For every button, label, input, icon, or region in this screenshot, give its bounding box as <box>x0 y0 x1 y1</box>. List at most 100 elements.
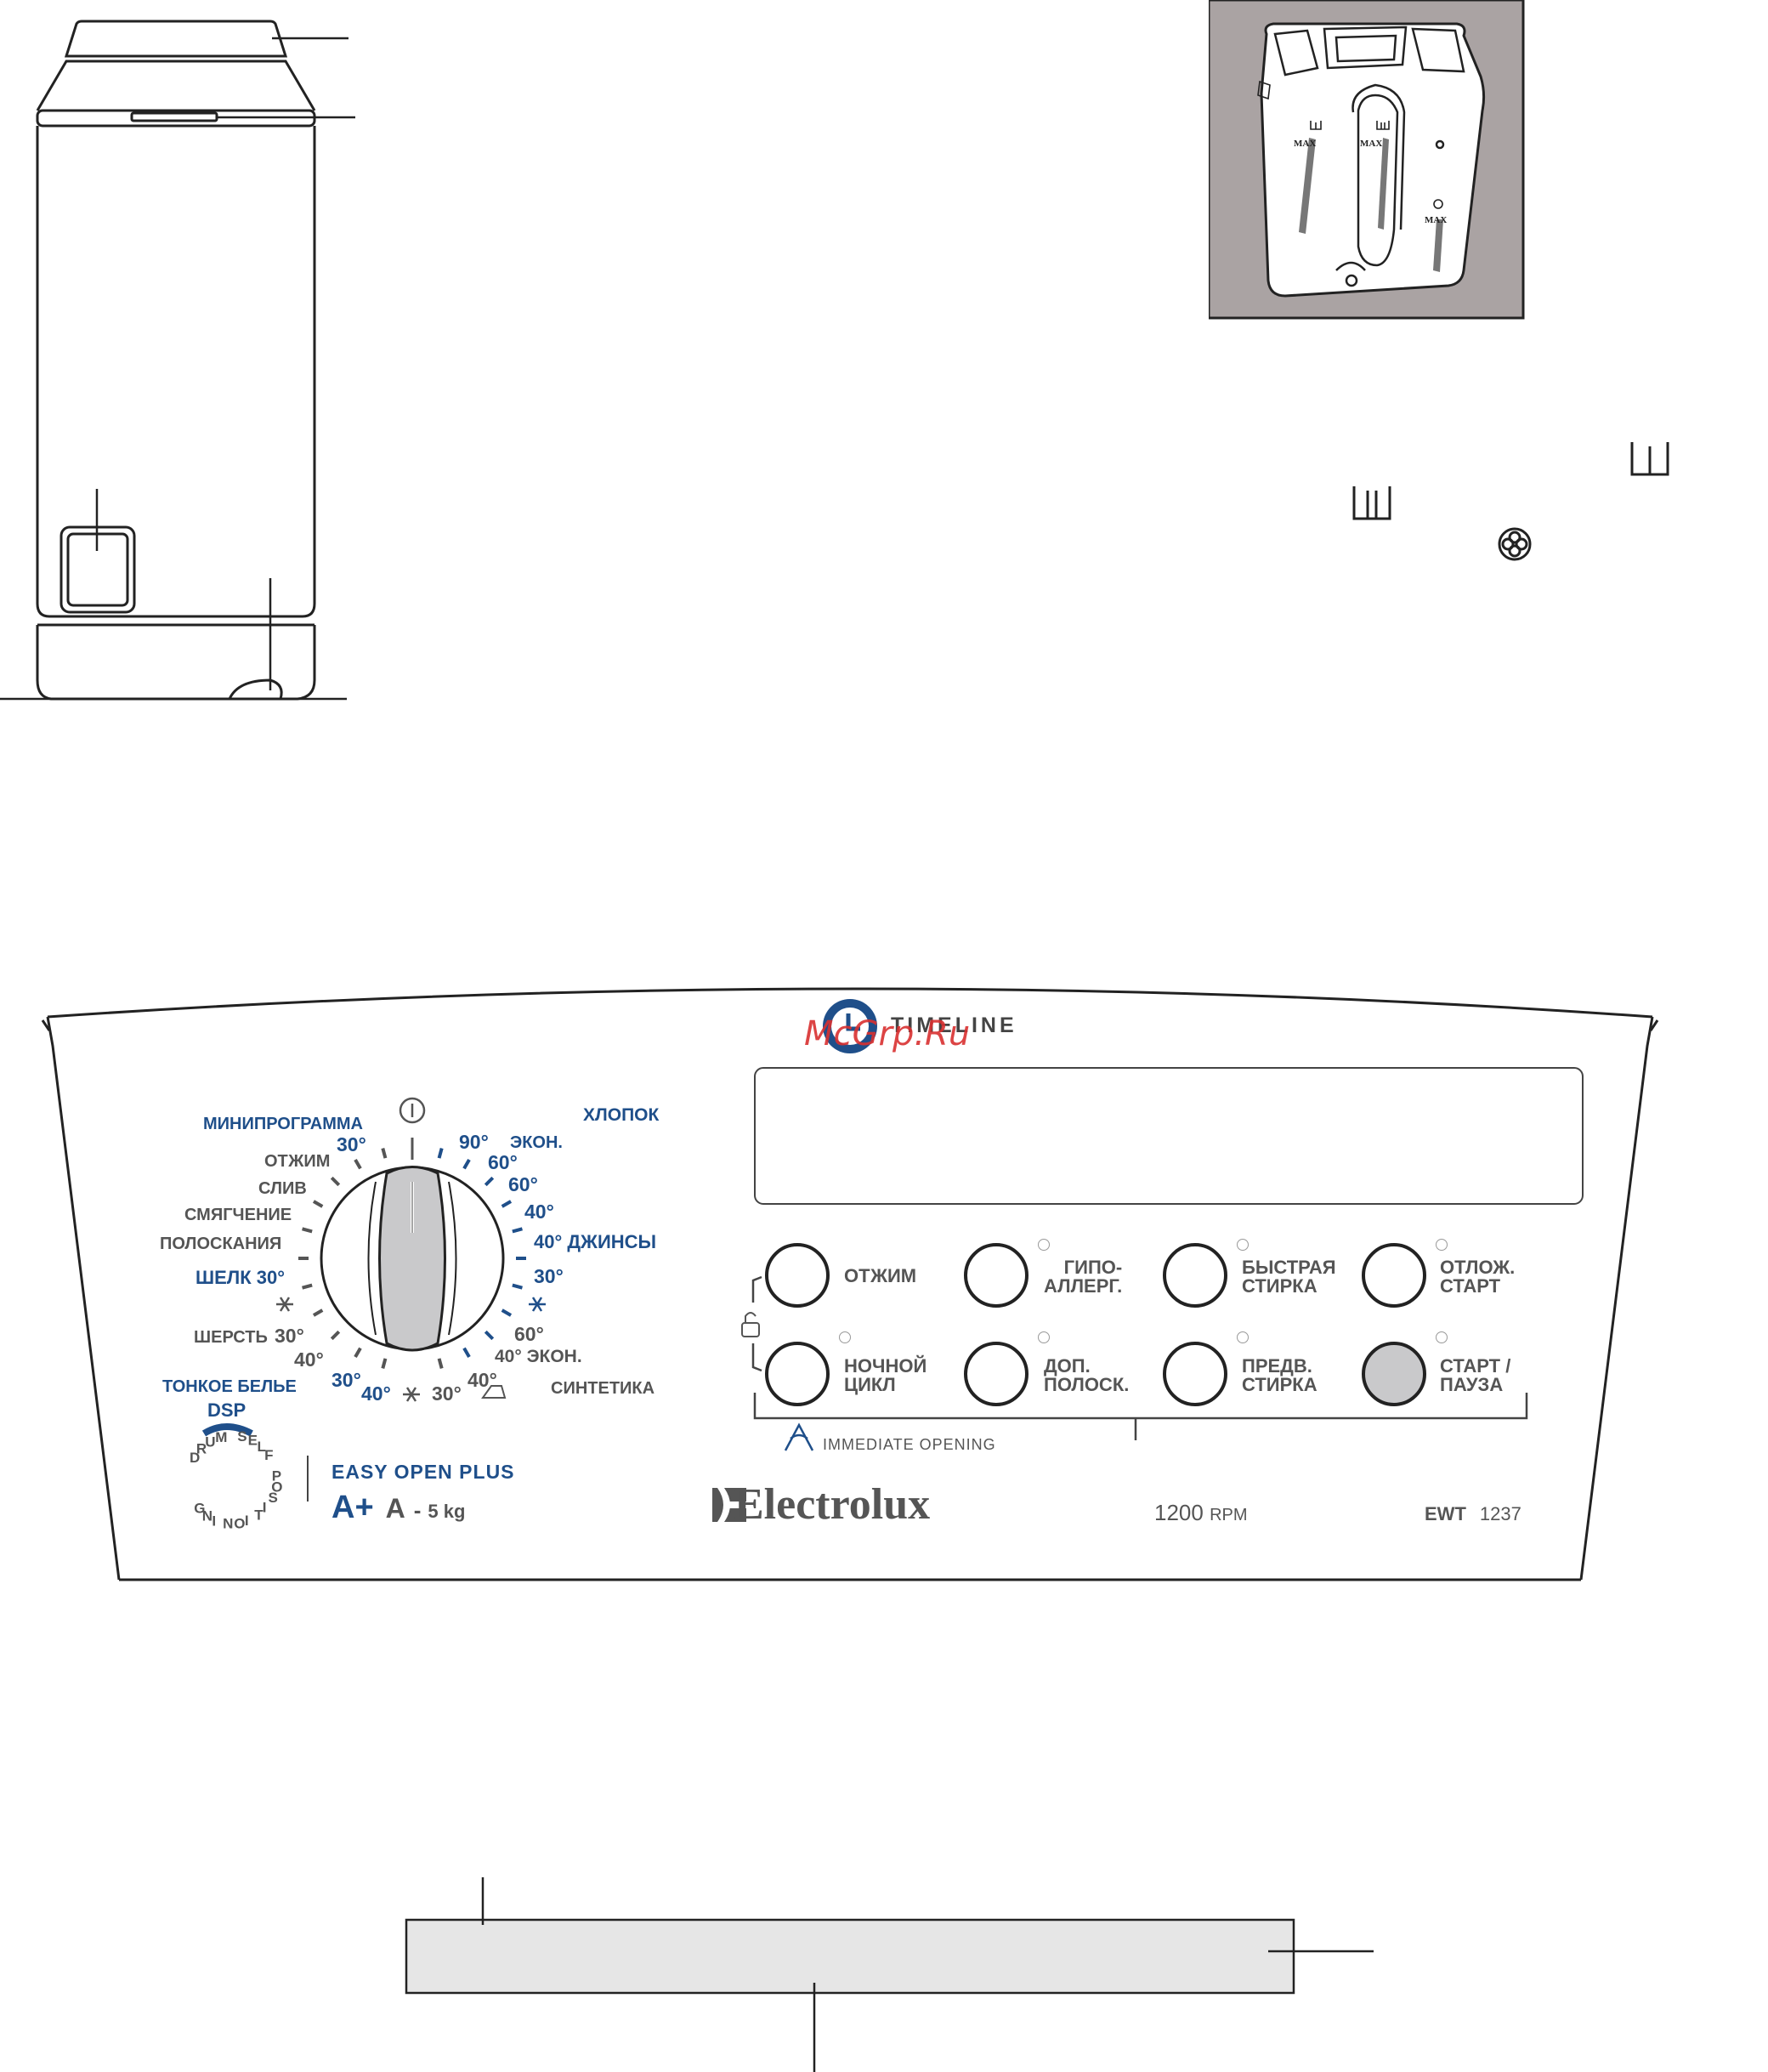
program-label-jeans: 40° ДЖИНСЫ <box>534 1231 657 1252</box>
immediate-opening-label: IMMEDIATE OPENING <box>823 1436 996 1453</box>
label-line: ГИПО- <box>1063 1257 1123 1278</box>
program-label-synthetics: СИНТЕТИКА <box>551 1379 655 1398</box>
delay-start-button-label: ОТЛОЖ.СТАРТ <box>1440 1258 1515 1296</box>
program-label-wool-40: 40° <box>294 1348 324 1371</box>
hypoallergenic-button[interactable] <box>964 1243 1028 1308</box>
label-line: ПОЛОСК. <box>1044 1374 1130 1395</box>
dispenser-max-label: MAX <box>1294 139 1316 149</box>
dial-tick <box>484 1330 495 1341</box>
iron-icon <box>481 1385 507 1399</box>
program-label-wool-30: 30° <box>275 1325 304 1347</box>
dsp-ring-letter: S <box>269 1490 278 1506</box>
capacity-label: 5 kg <box>428 1501 466 1522</box>
start-pause-button[interactable] <box>1362 1342 1426 1406</box>
label-line: АЛЛЕРГ. <box>1044 1275 1123 1297</box>
dispenser-max-label: MAX <box>1425 215 1447 225</box>
dsp-ring-letter: R <box>196 1441 207 1457</box>
extra-rinse-button-label: ДОП.ПОЛОСК. <box>1044 1357 1129 1394</box>
dial-tick <box>462 1347 471 1359</box>
program-label-mini-30: 30° <box>337 1133 366 1155</box>
model-digits: 1237 <box>1479 1503 1522 1524</box>
quick-wash-button[interactable] <box>1163 1243 1227 1308</box>
dial-knob[interactable] <box>378 1166 446 1352</box>
dsp-ring-letter: G <box>194 1500 205 1516</box>
energy-class: A+A-5 kg <box>332 1490 465 1526</box>
dial-tick <box>501 1308 513 1317</box>
spin-button[interactable] <box>765 1243 830 1308</box>
extra-rinse-button[interactable] <box>964 1342 1028 1406</box>
label-line: НОЧНОЙ <box>844 1355 927 1377</box>
dial-tick <box>302 1283 313 1290</box>
dsp-ring-letter: N <box>223 1516 233 1532</box>
model-prefix: EWT <box>1425 1503 1466 1524</box>
program-label-softener: СМЯГЧЕНИЕ <box>184 1206 292 1224</box>
model-number: EWT 1237 <box>1425 1503 1522 1525</box>
night-cycle-led <box>839 1331 851 1343</box>
dsp-ring-letter: N <box>202 1507 212 1524</box>
dial-tick <box>381 1358 388 1369</box>
dsp-ring-letter: D <box>190 1450 200 1466</box>
energy-class-main: A+ <box>332 1490 374 1525</box>
label-line: СТИРКА <box>1242 1275 1318 1297</box>
compartment-icons <box>1352 442 1669 561</box>
control-panel-outline <box>41 987 1659 1581</box>
dial-tick <box>312 1200 324 1208</box>
program-label-syn-40: 40° <box>468 1369 497 1391</box>
dsp-ring-letter: M <box>215 1429 227 1445</box>
dsp-ring-letter: O <box>271 1479 282 1496</box>
softener-compartment-icon <box>1498 527 1532 561</box>
quick-wash-led <box>1237 1239 1249 1251</box>
dsp-ring-letter: T <box>254 1507 264 1524</box>
program-label-delicate-40: 40° <box>361 1382 391 1405</box>
start-pause-led <box>1436 1331 1448 1343</box>
delay-start-button[interactable] <box>1362 1243 1426 1308</box>
cold-wash-icon <box>403 1387 420 1402</box>
program-label-delicate-30: 30° <box>332 1369 361 1391</box>
dsp-label: DSP <box>207 1399 246 1421</box>
dsp-ring-letter: U <box>205 1433 215 1450</box>
dial-tick <box>330 1176 341 1187</box>
timeline-label: TIMELINE <box>891 1013 1017 1037</box>
program-label-wool: ШЕРСТЬ <box>194 1328 268 1347</box>
label-line: СТАРТ / <box>1440 1355 1511 1377</box>
label-line: ОТЛОЖ. <box>1440 1257 1516 1278</box>
night-cycle-button[interactable] <box>765 1342 830 1406</box>
prewash-button[interactable] <box>1163 1342 1227 1406</box>
label-line: ОТЖИМ <box>844 1265 917 1286</box>
dial-tick <box>501 1200 513 1208</box>
program-label-cotton-90: 90° <box>459 1131 489 1153</box>
start-pause-button-label: СТАРТ /ПАУЗА <box>1440 1357 1510 1394</box>
cold-wash-icon <box>529 1297 546 1312</box>
rpm-value: 1200 <box>1154 1500 1204 1525</box>
dsp-ring-letter: P <box>272 1468 281 1484</box>
program-label-spin: ОТЖИМ <box>264 1152 331 1171</box>
program-label-cotton-60b: 60° <box>508 1173 538 1195</box>
dial-tick <box>330 1330 341 1341</box>
prewash-compartment-icon <box>1352 486 1391 520</box>
dsp-ring-letter: I <box>263 1499 267 1515</box>
dsp-ring-letter: O <box>234 1516 245 1532</box>
dial-tick <box>437 1148 444 1159</box>
dsp-ring-letter: F <box>264 1447 273 1463</box>
label-line: ЦИКЛ <box>844 1374 896 1395</box>
display-window <box>754 1067 1584 1205</box>
watermark: McGrp.Ru <box>804 1014 971 1053</box>
timeline-clock-icon <box>823 999 877 1053</box>
hypoallergenic-button-label: ГИПО-АЛЛЕРГ. <box>1044 1258 1122 1296</box>
main-wash-compartment-icon <box>1630 442 1669 476</box>
label-line: ПРЕДВ. <box>1242 1355 1312 1377</box>
program-label-miniprogram: МИНИПРОГРАММА <box>203 1115 363 1133</box>
label-line: БЫСТРАЯ <box>1242 1257 1336 1278</box>
dsp-ring-letter: I <box>212 1513 216 1530</box>
dsp-ring-letter: L <box>258 1439 266 1455</box>
electrolux-logo-icon <box>712 1488 746 1522</box>
cold-wash-icon <box>276 1297 293 1312</box>
easy-open-plus-label: EASY OPEN PLUS <box>332 1461 515 1483</box>
dial-ticks <box>298 1148 526 1369</box>
energy-separator: - <box>413 1497 422 1523</box>
hypoallergenic-led <box>1038 1239 1050 1251</box>
